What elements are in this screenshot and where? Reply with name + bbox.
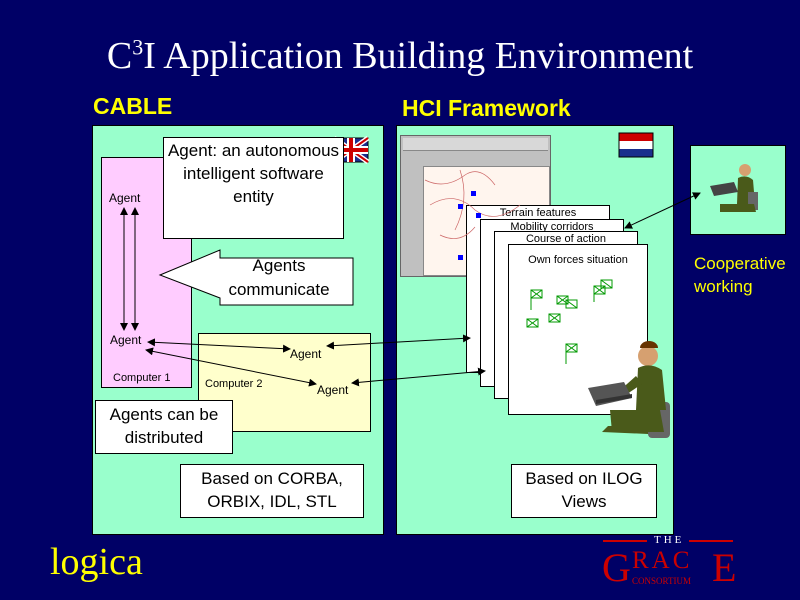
layer-label: Mobility corridors: [510, 221, 594, 233]
netherlands-flag-icon: [618, 132, 654, 158]
cooperative-label: Cooperative working: [694, 254, 786, 296]
connectors: [120, 192, 701, 387]
grace-logo: THE G RAC E CONSORTIUM: [600, 534, 740, 594]
soldier-at-laptop-icon: [588, 341, 670, 438]
distributed-box: Agents can be distributed: [95, 400, 233, 454]
slide-title: C3I Application Building Environment: [106, 34, 694, 77]
agent-node: Agent: [317, 383, 349, 397]
grace-g: G: [602, 545, 631, 590]
agent-node: Agent: [290, 347, 322, 361]
layer-label: Course of action: [525, 233, 607, 245]
agent-definition-box: Agent: an autonomous intelligent softwar…: [163, 137, 344, 239]
map-detail: [424, 169, 521, 239]
grace-consortium: CONSORTIUM: [632, 576, 691, 586]
logica-logo: logica: [50, 541, 143, 583]
agent-node: Agent: [109, 191, 141, 205]
agent-node: Agent: [110, 333, 142, 347]
soldier-at-laptop-icon: [710, 164, 758, 212]
cooperative-panel: [690, 145, 786, 235]
map-markers: [458, 191, 481, 260]
communicate-arrow-shape: [158, 249, 354, 306]
grace-e: E: [712, 545, 737, 590]
unit-symbols: [526, 279, 613, 364]
corba-box: Based on CORBA, ORBIX, IDL, STL: [180, 464, 364, 518]
hci-heading: HCI Framework: [402, 95, 571, 121]
ilog-box: Based on ILOG Views: [511, 464, 657, 518]
grace-rac: RAC: [632, 547, 693, 574]
grace-the: THE: [654, 534, 685, 546]
layer-label: Terrain features: [499, 207, 577, 219]
communicate-label: Agents communicate: [228, 256, 330, 299]
cable-heading: CABLE: [93, 93, 173, 119]
layer-label: Own forces situation: [528, 254, 628, 266]
